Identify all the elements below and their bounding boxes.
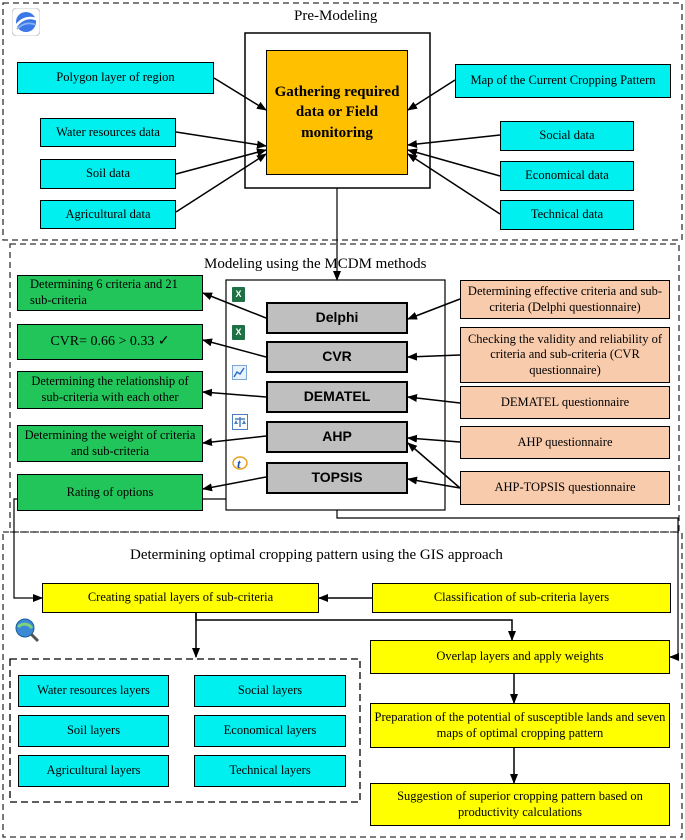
questionnaire-dematel: DEMATEL questionnaire — [460, 386, 670, 419]
layer-water-resources: Water resources layers — [18, 675, 169, 707]
output-cvr: CVR= 0.66 > 0.33 ✓ — [17, 324, 203, 360]
layer-economical: Economical layers — [194, 715, 346, 747]
spss-icon — [232, 365, 247, 380]
arcgis-icon — [14, 617, 40, 643]
gathering-data-box: Gathering required data or Field monitor… — [266, 50, 408, 175]
topsis-software-icon: t — [232, 453, 248, 471]
modeling-title: Modeling using the MCDM methods — [204, 256, 427, 272]
layer-technical: Technical layers — [194, 755, 346, 787]
expert-choice-icon — [232, 414, 248, 430]
output-weight: Determining the weight of criteria and s… — [17, 425, 203, 462]
layer-agricultural: Agricultural layers — [18, 755, 169, 787]
overlap-layers: Overlap layers and apply weights — [370, 640, 670, 674]
output-criteria: Determining 6 criteria and 21 sub-criter… — [17, 275, 203, 311]
layer-social: Social layers — [194, 675, 346, 707]
questionnaire-ahp-topsis: AHP-TOPSIS questionnaire — [460, 471, 670, 505]
excel-icon: X — [232, 325, 245, 340]
google-earth-icon — [11, 7, 41, 37]
input-water-resources: Water resources data — [40, 118, 176, 147]
preparation-maps: Preparation of the potential of suscepti… — [370, 703, 670, 748]
input-social: Social data — [500, 121, 634, 151]
questionnaire-cvr: Checking the validity and reliability of… — [460, 327, 670, 383]
method-dematel: DEMATEL — [266, 381, 408, 413]
suggestion-pattern: Suggestion of superior cropping pattern … — [370, 783, 670, 826]
gis-title: Determining optimal cropping pattern usi… — [130, 547, 503, 563]
method-ahp: AHP — [266, 421, 408, 453]
input-polygon-layer: Polygon layer of region — [17, 62, 214, 94]
output-rating: Rating of options — [17, 474, 203, 511]
method-delphi: Delphi — [266, 302, 408, 334]
input-agricultural: Agricultural data — [40, 200, 176, 229]
excel-icon: X — [232, 287, 245, 302]
input-current-cropping-map: Map of the Current Cropping Pattern — [455, 64, 671, 98]
input-economical: Economical data — [500, 161, 634, 191]
svg-text:t: t — [237, 456, 241, 471]
method-cvr: CVR — [266, 341, 408, 373]
questionnaire-ahp: AHP questionnaire — [460, 426, 670, 459]
questionnaire-delphi: Determining effective criteria and sub-c… — [460, 280, 670, 319]
layer-soil: Soil layers — [18, 715, 169, 747]
classification-layers: Classification of sub-criteria layers — [372, 583, 671, 613]
output-relationship: Determining the relationship of sub-crit… — [17, 371, 203, 409]
input-technical: Technical data — [500, 200, 634, 230]
method-topsis: TOPSIS — [266, 462, 408, 494]
create-spatial-layers: Creating spatial layers of sub-criteria — [42, 583, 319, 613]
input-soil: Soil data — [40, 159, 176, 189]
pre-modeling-title: Pre-Modeling — [294, 8, 378, 24]
